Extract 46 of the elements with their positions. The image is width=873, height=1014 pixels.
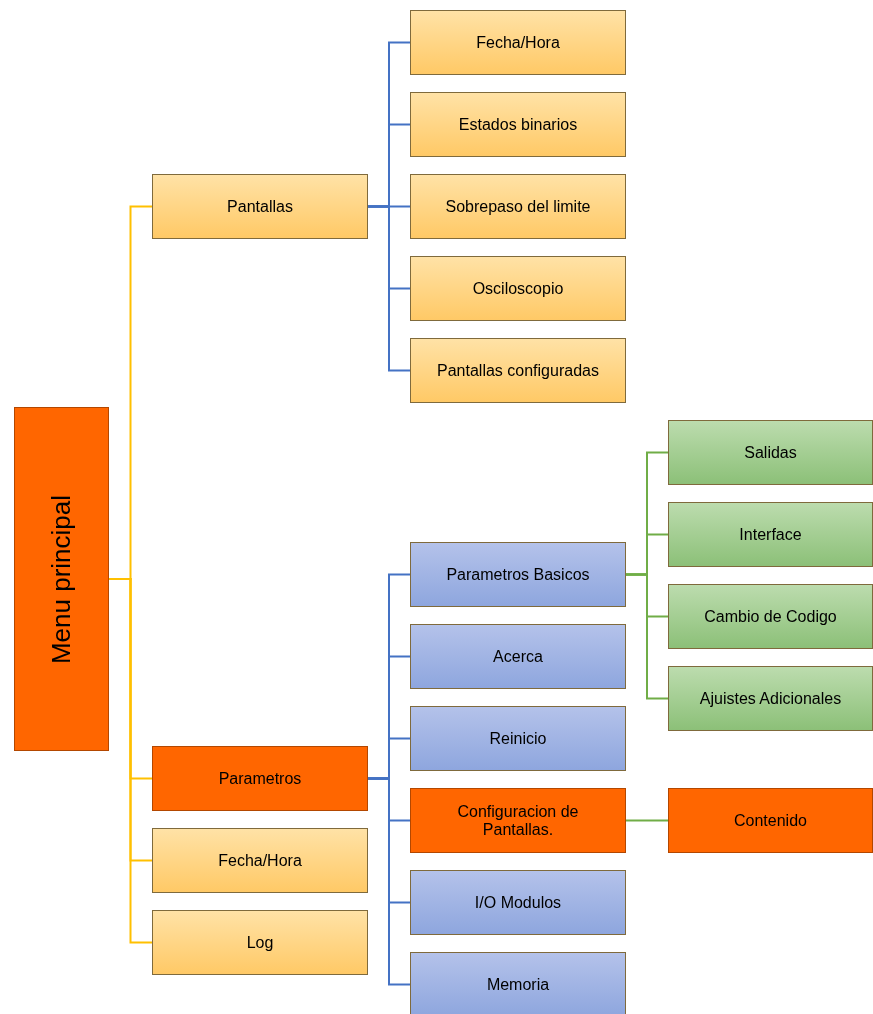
menu-label: Fecha/Hora: [218, 851, 302, 870]
menu-box: [152, 746, 368, 811]
menu-box: [410, 92, 626, 157]
menu-label: Log: [246, 933, 274, 952]
connector-line: [367, 205, 411, 372]
menu-label: Reinicio: [489, 729, 547, 748]
menu-box: [410, 624, 626, 689]
menu-box: [668, 502, 873, 567]
menu-label: Pantallas configuradas: [437, 361, 599, 380]
connector-line: [625, 819, 669, 822]
menu-box: [410, 788, 626, 853]
menu-label: Salidas: [744, 443, 797, 462]
menu-label: Contenido: [734, 811, 807, 830]
menu-box: [410, 542, 626, 607]
menu-label: Pantallas: [227, 197, 293, 216]
menu-label: Cambio de Codigo: [704, 607, 837, 626]
menu-label: Parametros Basicos: [446, 565, 590, 584]
menu-label: Configuracion de Pantallas.: [456, 802, 580, 839]
menu-box: [410, 10, 626, 75]
menu-label: Ajuistes Adicionales: [699, 689, 842, 708]
menu-box: [410, 174, 626, 239]
menu-label: Acerca: [493, 647, 543, 666]
menu-box: [152, 828, 368, 893]
connector-line: [625, 573, 669, 700]
menu-box: [152, 910, 368, 975]
menu-label: Menu principal: [46, 494, 77, 664]
menu-label: Interface: [739, 525, 802, 544]
menu-box: [410, 256, 626, 321]
menu-box: [410, 706, 626, 771]
menu-label: Fecha/Hora: [476, 33, 560, 52]
menu-box: [410, 870, 626, 935]
menu-box: [410, 952, 626, 1014]
menu-label: Memoria: [486, 975, 550, 994]
menu-box: [668, 666, 873, 731]
menu-label: Osciloscopio: [472, 279, 564, 298]
root-box: [14, 407, 109, 751]
connector-line: [367, 777, 411, 986]
menu-label: Parametros: [218, 769, 302, 788]
menu-box: [668, 420, 873, 485]
menu-label: I/O Modulos: [474, 893, 562, 912]
menu-label: Sobrepaso del limite: [445, 197, 591, 216]
menu-label: Estados binarios: [458, 115, 578, 134]
menu-box: [410, 338, 626, 403]
menu-box: [668, 788, 873, 853]
menu-box: [668, 584, 873, 649]
menu-box: [152, 174, 368, 239]
